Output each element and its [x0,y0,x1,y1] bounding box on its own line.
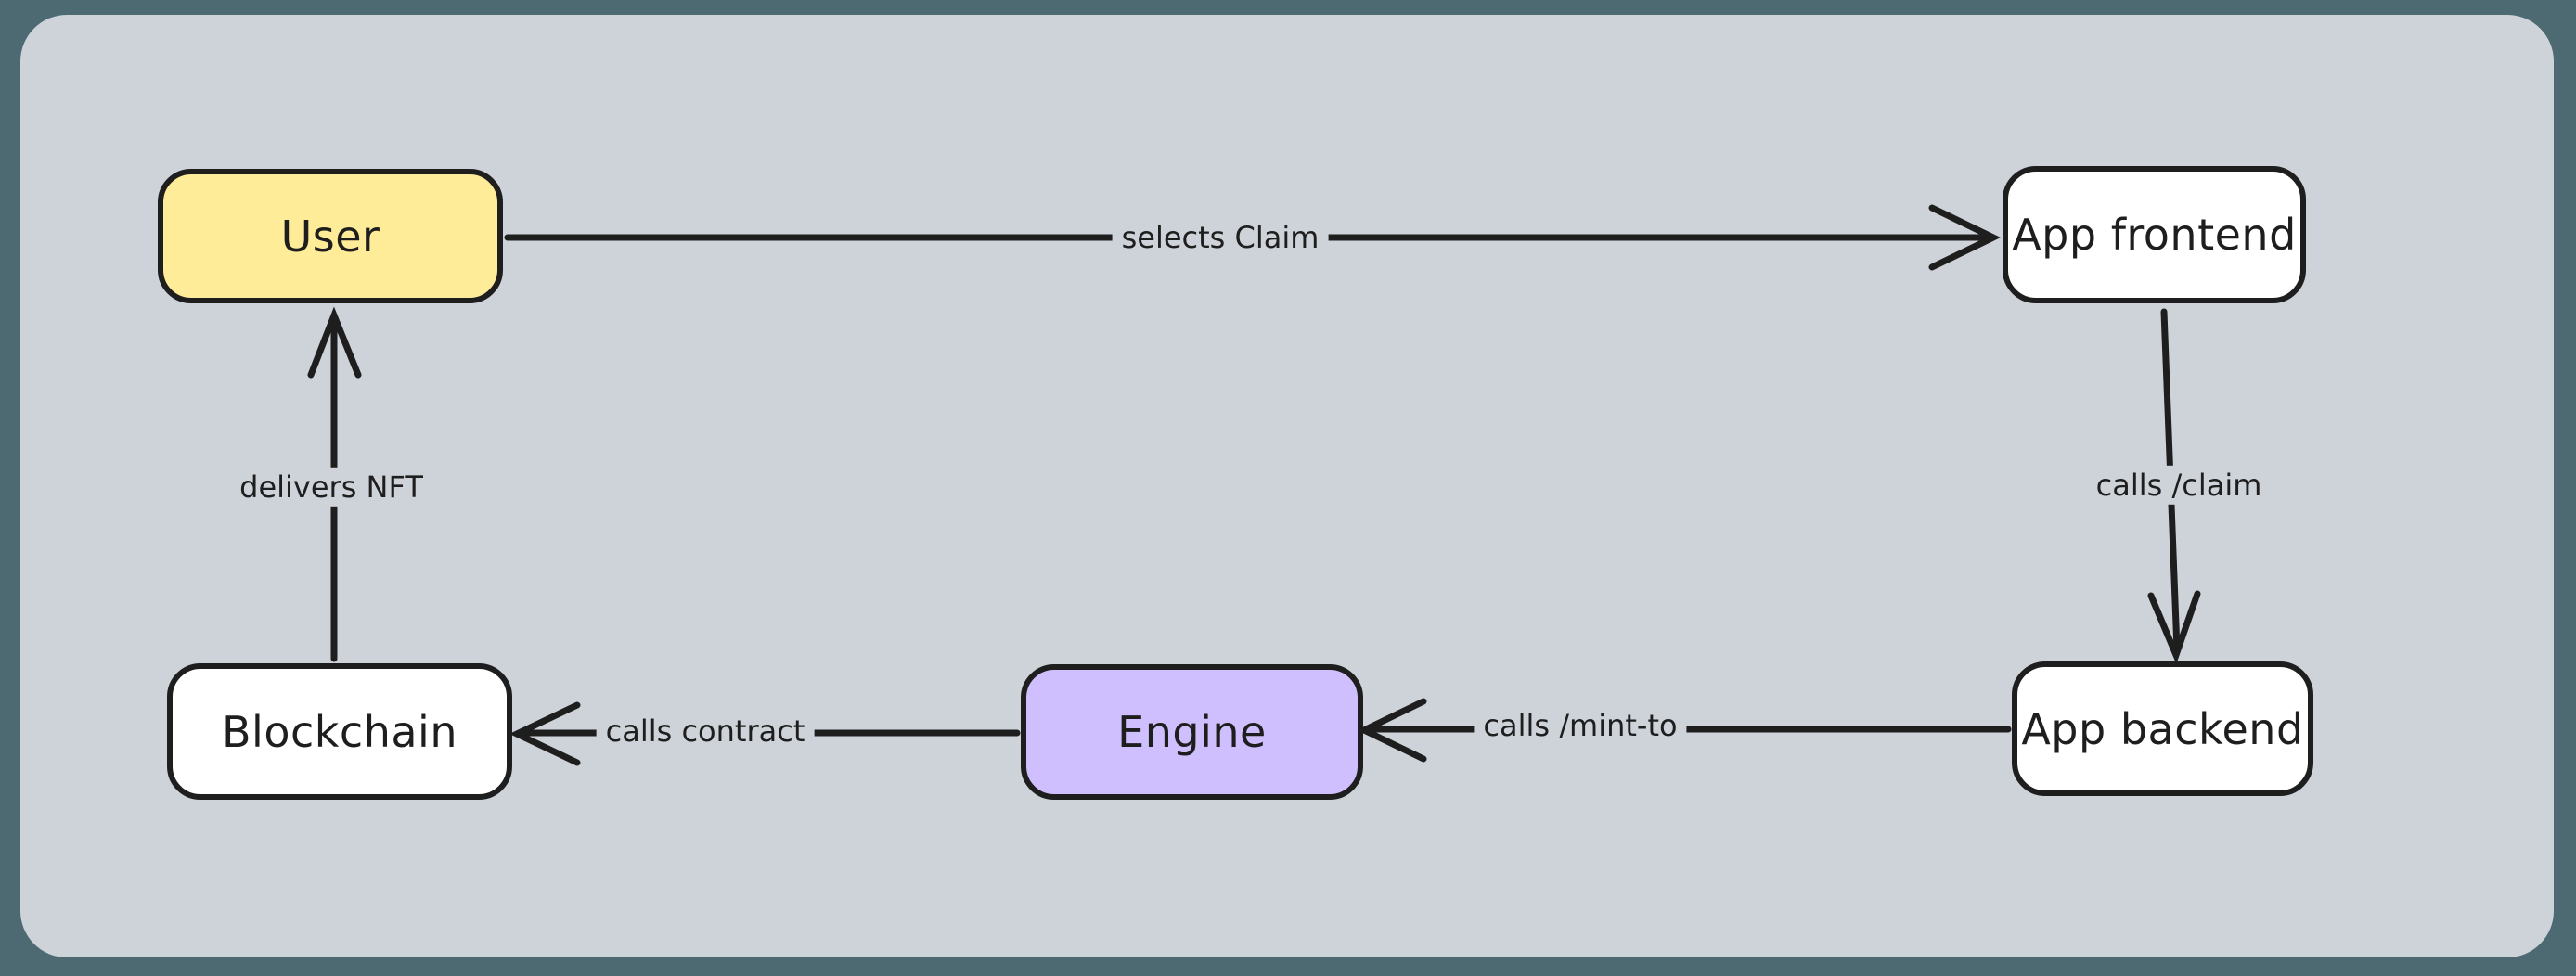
edge-label-calls-contract: calls contract [596,711,815,751]
edge-label-delivers-nft: delivers NFT [230,467,432,507]
node-app-backend-label: App backend [2021,703,2304,754]
node-user: User [158,169,503,303]
node-engine: Engine [1021,664,1363,800]
edge-label-selects-claim: selects Claim [1112,217,1329,258]
node-blockchain: Blockchain [167,663,512,800]
node-app-backend: App backend [2012,661,2313,796]
node-app-frontend-label: App frontend [2012,210,2297,260]
node-user-label: User [280,211,380,262]
node-engine-label: Engine [1117,707,1267,757]
edge-label-calls-mint-to: calls /mint-to [1474,705,1687,746]
edge-label-calls-claim: calls /claim [2086,465,2272,506]
node-app-frontend: App frontend [2003,166,2306,303]
node-blockchain-label: Blockchain [222,706,457,757]
